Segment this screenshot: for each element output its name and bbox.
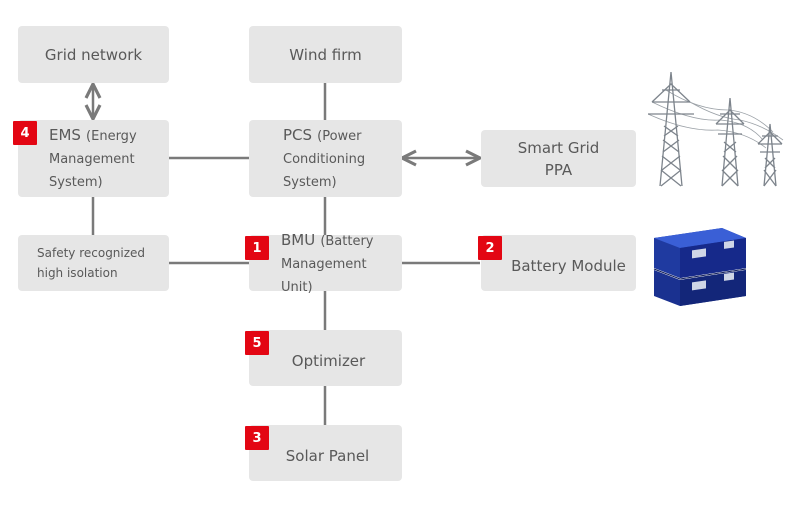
node-smart-grid-line1: Smart Grid xyxy=(517,138,600,157)
badge-bmu: 1 xyxy=(245,236,269,260)
node-smart-grid-line2: PPA xyxy=(544,160,573,179)
node-battery-module: Battery Module xyxy=(481,235,636,291)
node-ems-sub-line3: System) xyxy=(49,175,103,190)
node-pcs-main: PCS xyxy=(283,126,313,144)
node-bmu: BMU (Battery Management Unit) xyxy=(249,231,402,295)
node-optimizer: Optimizer xyxy=(249,330,402,386)
node-pcs: PCS (Power Conditioning System) xyxy=(249,120,402,197)
badge-solar-panel: 3 xyxy=(245,426,269,450)
node-ems: EMS (Energy Management System) xyxy=(18,120,169,197)
node-ems-sub-line1: (Energy xyxy=(86,129,137,144)
node-pcs-sub-line3: System) xyxy=(283,175,337,190)
node-safety-line1: Safety recognized xyxy=(37,246,146,260)
node-solar-panel-label: Solar Panel xyxy=(285,447,370,465)
node-bmu-sub-line1: (Battery xyxy=(320,233,374,249)
node-wind-firm-label: Wind firm xyxy=(289,45,362,64)
node-optimizer-label: Optimizer xyxy=(291,352,366,370)
node-pcs-sub-line1: (Power xyxy=(317,129,362,144)
badge-battery-module: 2 xyxy=(478,236,502,260)
battery-cell-icon xyxy=(653,228,747,306)
node-battery-module-label: Battery Module xyxy=(511,257,626,275)
node-wind-firm: Wind firm xyxy=(249,26,402,83)
node-smart-grid: Smart Grid PPA xyxy=(481,130,636,187)
node-grid-network: Grid network xyxy=(18,26,169,83)
node-ems-sub-line2: Management xyxy=(49,152,135,167)
badge-ems: 4 xyxy=(13,121,37,145)
badge-optimizer: 5 xyxy=(245,331,269,355)
node-bmu-sub-line2: Management Unit) xyxy=(281,256,367,295)
node-safety: Safety recognized high isolation xyxy=(18,235,169,291)
node-ems-main: EMS xyxy=(49,126,81,144)
node-safety-line2: high isolation xyxy=(37,266,118,280)
node-grid-network-label: Grid network xyxy=(44,45,143,64)
transmission-tower-icon xyxy=(648,71,784,187)
node-bmu-main: BMU xyxy=(281,230,316,249)
node-pcs-sub-line2: Conditioning xyxy=(283,152,366,167)
node-solar-panel: Solar Panel xyxy=(249,425,402,481)
